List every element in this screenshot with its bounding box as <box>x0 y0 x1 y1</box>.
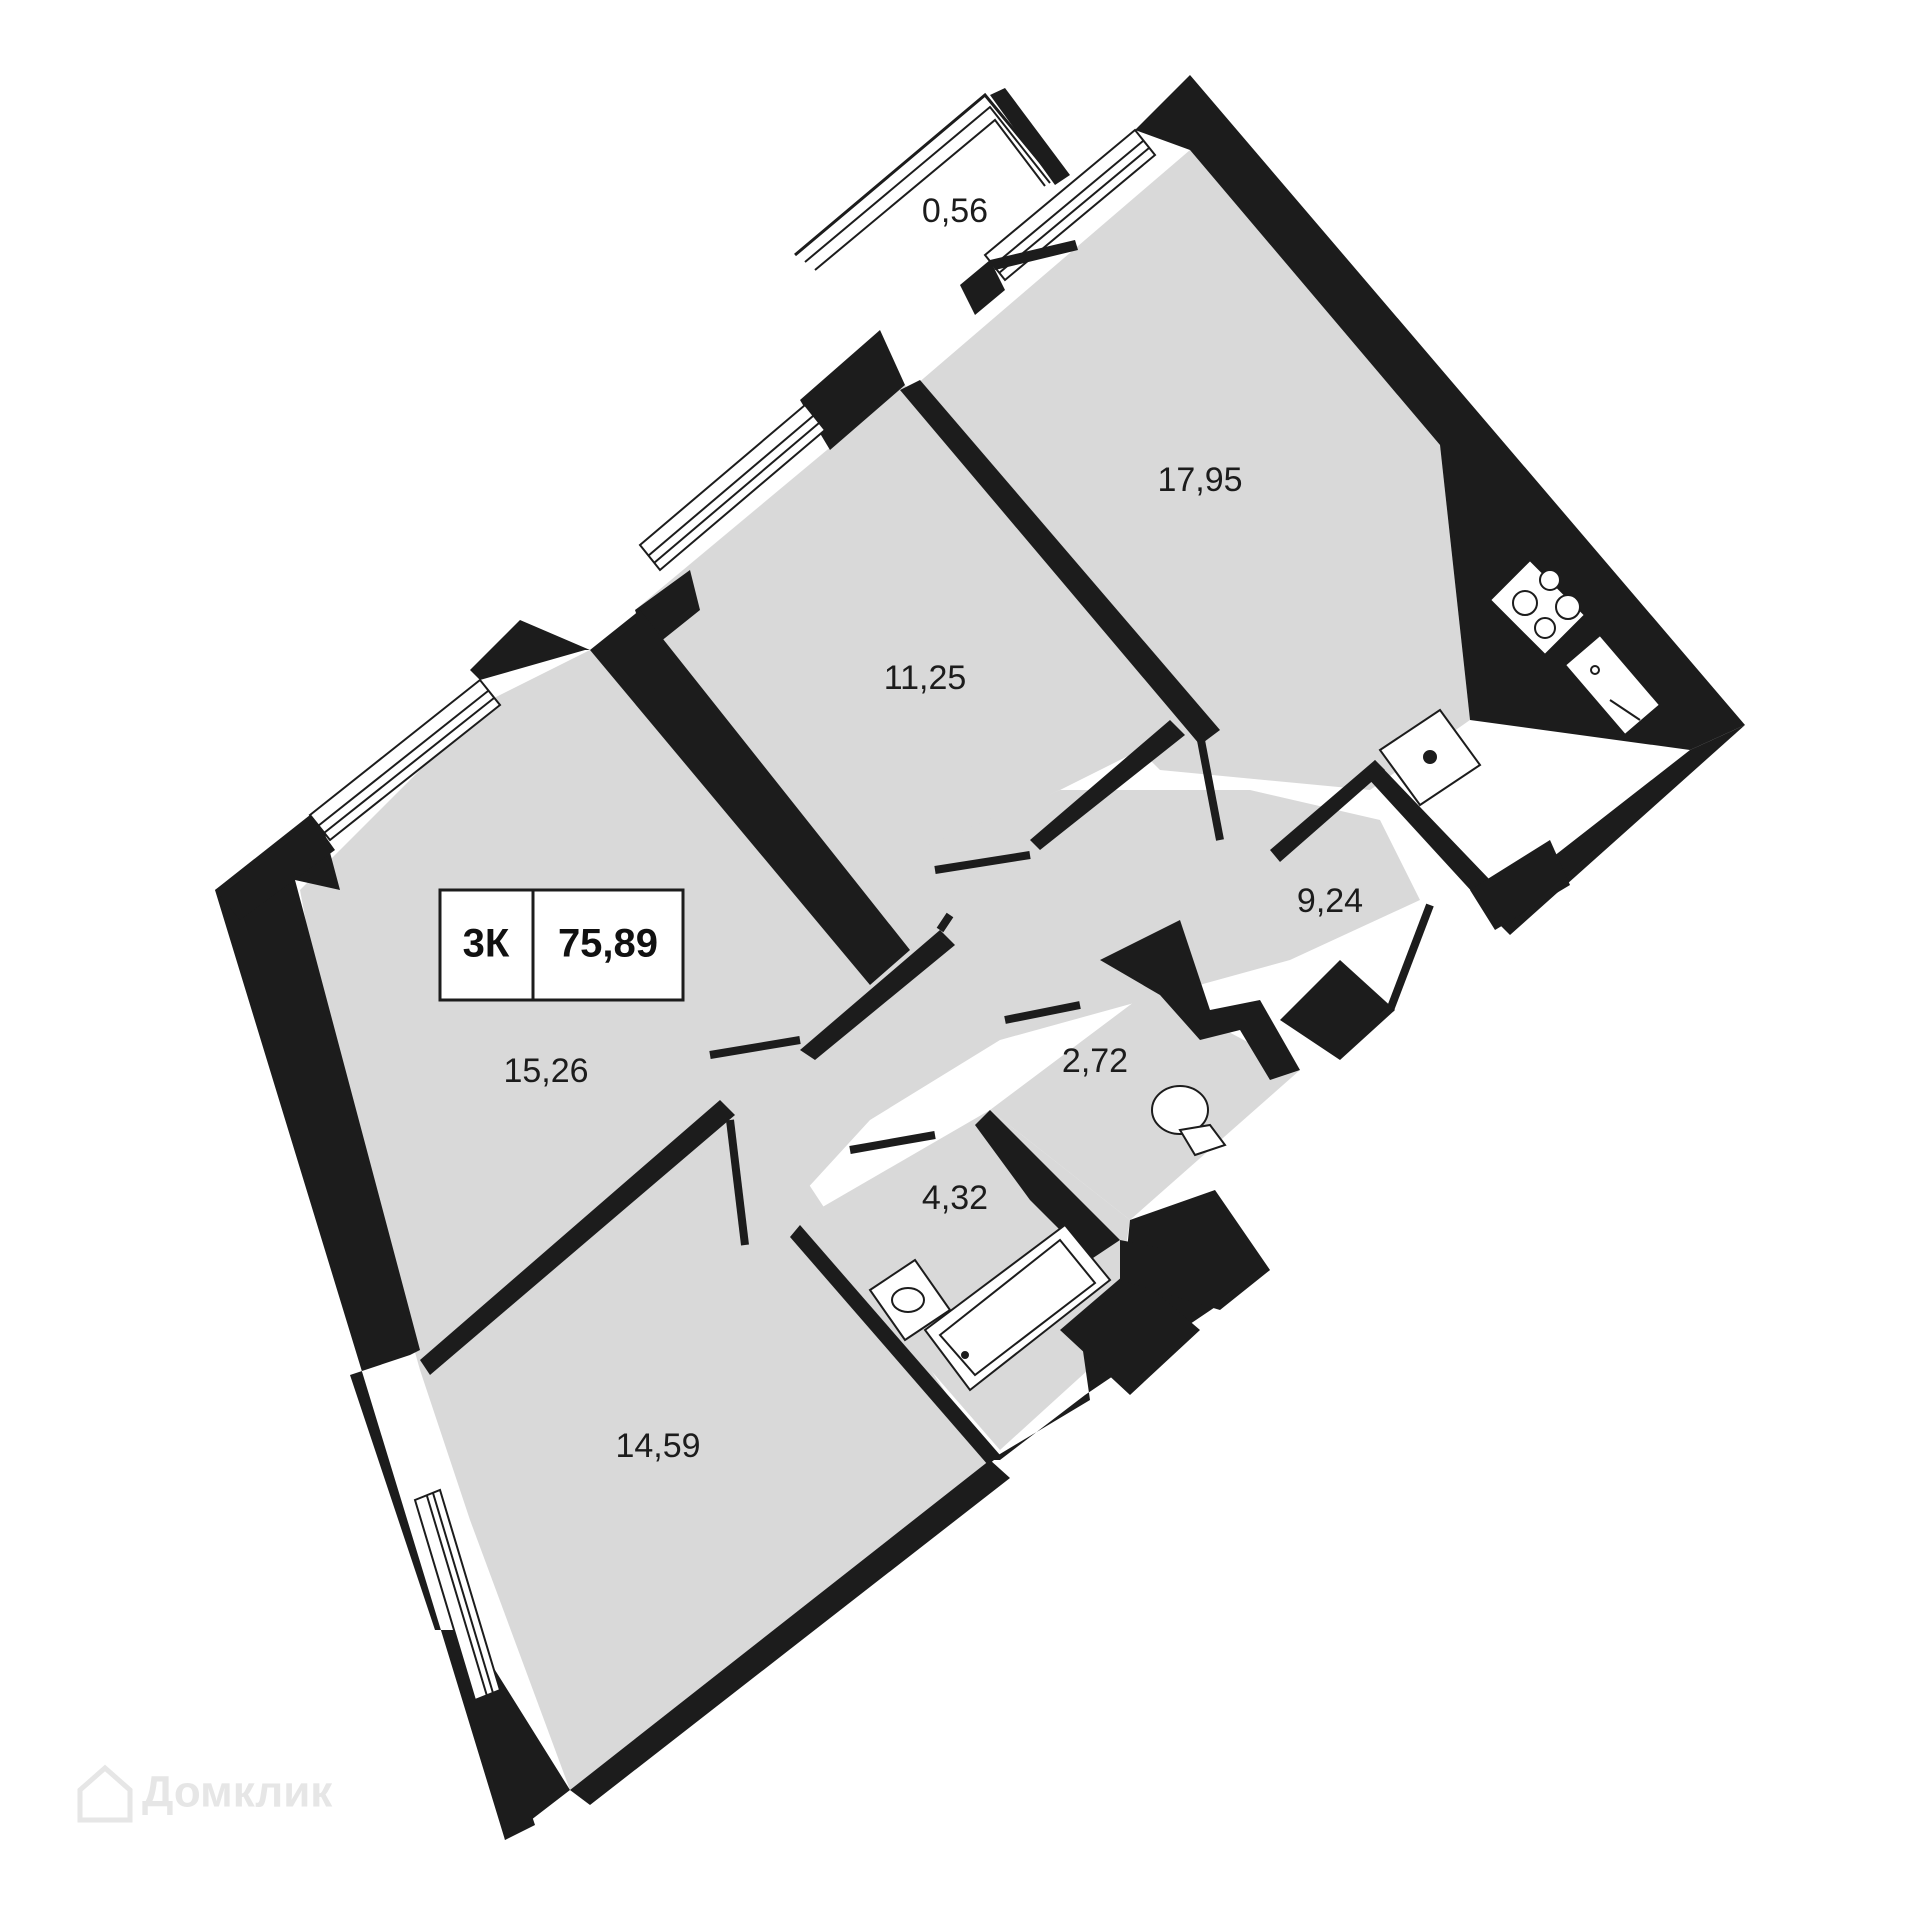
wall-bath-left <box>790 1225 1000 1465</box>
hallway-floor <box>700 790 1420 1240</box>
washbasin-icon <box>868 1258 952 1342</box>
room-area-living-room: 15,26 <box>503 1052 588 1090</box>
outer-wall-top-left-1 <box>215 815 335 920</box>
toilet-floor <box>990 990 1300 1220</box>
outer-wall-left <box>215 815 570 1840</box>
outer-wall-bottom <box>570 1460 1010 1805</box>
room-area-toilet: 2,72 <box>1062 1042 1128 1080</box>
outer-wall-top-left-4 <box>800 330 905 450</box>
wall-toilet-top <box>1100 920 1300 1080</box>
wall-kitchen-bedroom <box>900 380 1220 745</box>
wall-bedroom-middle-door <box>1030 720 1185 850</box>
wall-utility-block <box>1470 840 1570 930</box>
door-living <box>709 1036 801 1059</box>
door-bedroom-middle <box>934 851 1031 874</box>
room-area-bedroom-bottom: 14,59 <box>615 1427 700 1465</box>
wall-kitchen-lower <box>1365 760 1490 895</box>
balcony-floor <box>820 125 1060 330</box>
room-area-balcony: 0,56 <box>922 192 988 230</box>
house-logo-icon <box>77 1764 133 1823</box>
balcony <box>794 88 1078 330</box>
door-entrance <box>1386 903 1434 1012</box>
outer-wall-top-left-2 <box>470 620 590 680</box>
wall-bedroom-living <box>590 610 910 985</box>
wall-hall-kitchen <box>1270 760 1385 862</box>
wall-living-hall <box>800 930 955 1060</box>
walls <box>215 75 1745 1840</box>
outer-wall-top-right <box>1135 75 1745 750</box>
door-hall-living <box>936 912 954 933</box>
door-kitchen <box>1196 734 1224 841</box>
windows <box>308 128 1157 1702</box>
wall-bath-right <box>1120 1240 1270 1310</box>
room-count-label: 3К <box>463 922 510 966</box>
total-area-label: 75,89 <box>558 922 658 966</box>
watermark: Домклик <box>77 1764 333 1823</box>
balcony-wall <box>990 88 1070 185</box>
balcony-door <box>990 240 1078 270</box>
room-area-bedroom-middle: 11,25 <box>884 659 967 697</box>
door-bathroom <box>849 1131 936 1154</box>
wall-bedroom-bottom-top <box>420 1100 735 1375</box>
room-area-bathroom: 4,32 <box>922 1179 988 1217</box>
kitchen-stove-icon <box>1488 558 1587 657</box>
room-area-kitchen: 17,95 <box>1157 461 1242 499</box>
door-toilet <box>1004 1001 1081 1024</box>
wall-bath-bottom-block <box>1060 1270 1200 1395</box>
apartment-badge: 3К 75,89 <box>438 888 685 1002</box>
area-labels: 0,56 17,95 11,25 9,24 15,26 2,72 4,32 14… <box>503 192 1363 1465</box>
wall-toilet-right <box>1280 960 1395 1060</box>
doors <box>709 734 1434 1246</box>
toilet-icon <box>1151 1085 1227 1157</box>
watermark-text: Домклик <box>142 1768 333 1817</box>
bathtub-icon <box>923 1223 1112 1392</box>
kitchen-sink-icon <box>1563 633 1662 737</box>
outer-wall-top-left-5 <box>960 260 1005 315</box>
wall-bath-top <box>975 1110 1120 1260</box>
ventilation-fan-icon <box>1378 708 1482 807</box>
room-area-hallway: 9,24 <box>1297 882 1363 920</box>
door-bedroom-bottom <box>726 1119 749 1246</box>
